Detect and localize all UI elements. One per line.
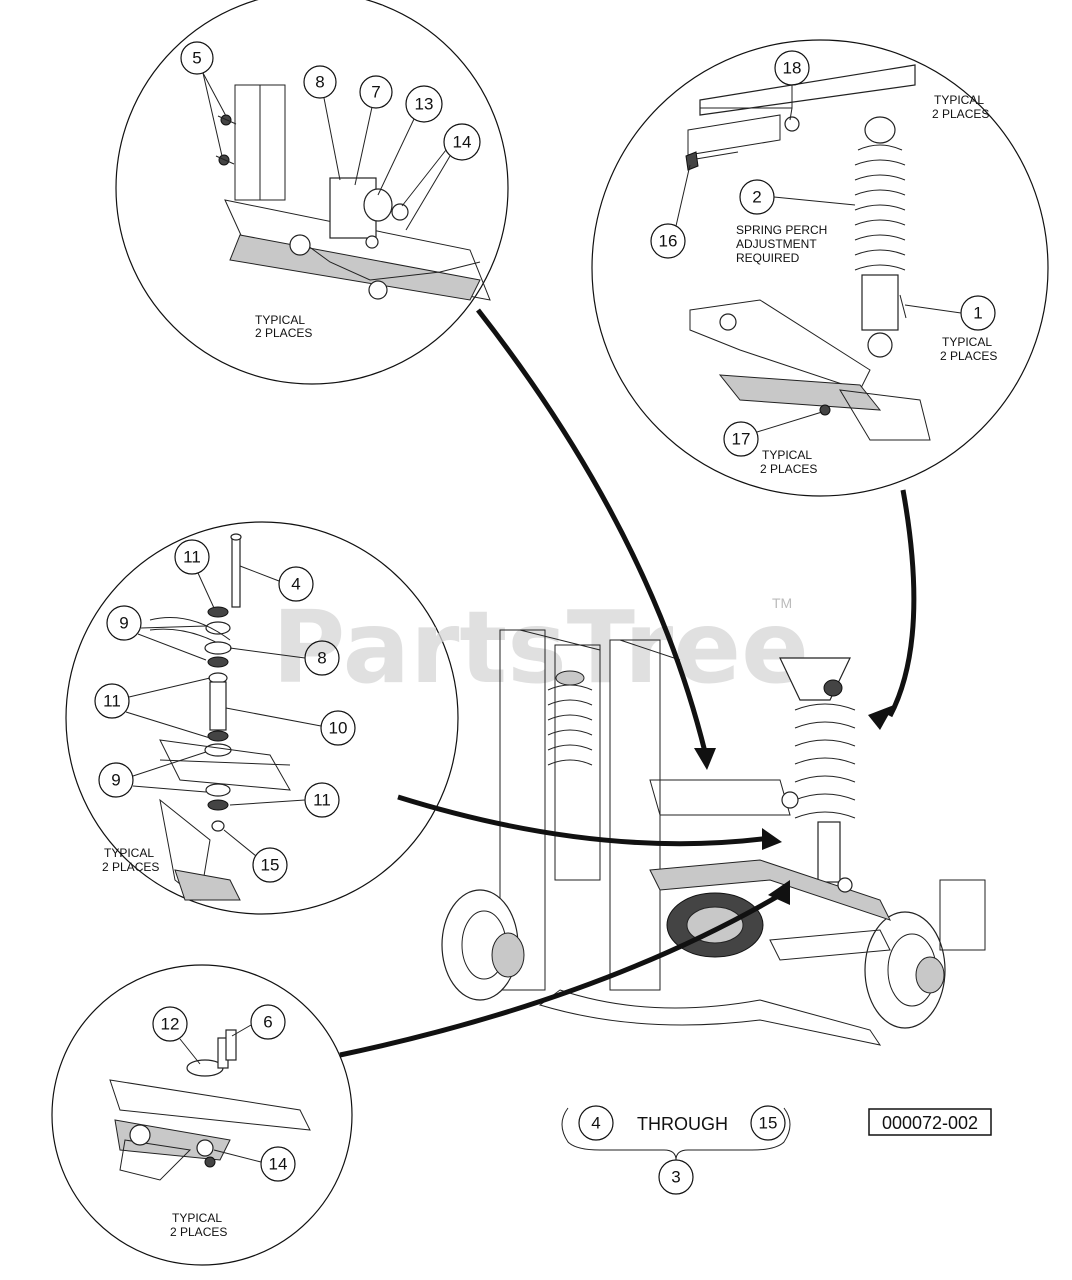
callout-1: 1 (960, 295, 996, 331)
svg-text:16: 16 (659, 232, 678, 251)
callout-9: 9 (98, 762, 134, 798)
svg-text:18: 18 (783, 59, 802, 78)
label-spring-perch-3: REQUIRED (736, 251, 800, 265)
label-places-tr3: 2 PLACES (760, 462, 817, 476)
leaders-bottom-left (179, 1024, 262, 1163)
callout-15-through: 15 (750, 1105, 786, 1141)
callout-13: 13 (405, 85, 443, 123)
callout-12: 12 (152, 1006, 188, 1042)
diagram-id: 000072-002 (882, 1113, 978, 1133)
label-places-tr1: 2 PLACES (932, 107, 989, 121)
svg-text:9: 9 (119, 614, 128, 633)
callout-11: 11 (304, 782, 340, 818)
leaders-mid-left (125, 565, 322, 857)
callout-3: 3 (658, 1159, 694, 1195)
svg-text:6: 6 (263, 1013, 272, 1032)
svg-text:2: 2 (752, 188, 761, 207)
callout-7: 7 (359, 75, 393, 109)
callout-11: 11 (174, 539, 210, 575)
arrow-bottom-left-to-bracket (339, 892, 782, 1058)
detail-circle-mid-left (65, 521, 459, 915)
leaders-top-right (675, 85, 962, 433)
label-places-bl: 2 PLACES (170, 1225, 227, 1239)
svg-text:4: 4 (291, 575, 300, 594)
svg-text:3: 3 (671, 1168, 680, 1187)
svg-text:14: 14 (453, 133, 472, 152)
label-typical-bl: TYPICAL (172, 1211, 222, 1225)
detail-circle-top-right (591, 39, 1049, 497)
callout-4: 4 (278, 566, 314, 602)
callout-16: 16 (650, 223, 686, 259)
label-typical-tl: TYPICAL (255, 313, 305, 327)
label-places-ml: 2 PLACES (102, 860, 159, 874)
kit-group-note: 4 15 3 THROUGH (561, 1105, 791, 1195)
leaders-top-left (202, 72, 451, 231)
bracket-bolt-illustration (109, 1029, 311, 1181)
watermark: PartsTree (272, 589, 809, 706)
callout-17: 17 (723, 421, 759, 457)
callout-14: 14 (260, 1146, 296, 1182)
label-spring-perch-2: ADJUSTMENT (736, 237, 817, 251)
svg-text:11: 11 (103, 692, 121, 711)
detail-circle-top-left (115, 0, 509, 385)
svg-text:11: 11 (313, 791, 331, 810)
svg-text:7: 7 (371, 83, 380, 102)
diagram-id-box: 000072-002 (868, 1108, 992, 1136)
svg-text:12: 12 (161, 1015, 180, 1034)
svg-text:10: 10 (329, 719, 348, 738)
svg-text:13: 13 (415, 95, 434, 114)
label-spring-perch-1: SPRING PERCH (736, 223, 827, 237)
callout-10: 10 (320, 710, 356, 746)
callout-5: 5 (180, 41, 214, 75)
callout-11: 11 (94, 683, 130, 719)
svg-text:8: 8 (317, 649, 326, 668)
bracket-assembly-illustration (215, 84, 491, 301)
arrow-top-left-to-frame (476, 308, 708, 753)
callout-18: 18 (774, 50, 810, 86)
callout-4-through: 4 (578, 1105, 614, 1141)
svg-text:4: 4 (591, 1114, 600, 1133)
pointer-arrows (339, 308, 917, 1058)
svg-text:17: 17 (732, 430, 751, 449)
svg-text:9: 9 (111, 771, 120, 790)
label-through: THROUGH (637, 1114, 728, 1134)
watermark-tm: TM (772, 595, 792, 611)
svg-text:5: 5 (192, 49, 201, 68)
callout-9: 9 (106, 605, 142, 641)
svg-text:11: 11 (183, 548, 201, 567)
label-places-tl: 2 PLACES (255, 326, 312, 340)
svg-text:15: 15 (759, 1114, 778, 1133)
label-typical-tr2: TYPICAL (942, 335, 992, 349)
callout-8: 8 (303, 65, 337, 99)
svg-text:15: 15 (261, 856, 280, 875)
arrow-top-right-to-spring (887, 489, 917, 718)
callout-6: 6 (250, 1004, 286, 1040)
label-typical-tr3: TYPICAL (762, 448, 812, 462)
callout-15: 15 (252, 847, 288, 883)
stabilizer-link-illustration (149, 533, 291, 901)
svg-text:1: 1 (973, 304, 982, 323)
svg-text:14: 14 (269, 1155, 288, 1174)
callout-2: 2 (739, 179, 775, 215)
detail-circle-bottom-left (51, 964, 353, 1266)
svg-text:8: 8 (315, 73, 324, 92)
callout-14: 14 (443, 123, 481, 161)
shock-spring-illustration (685, 64, 931, 441)
label-typical-ml: TYPICAL (104, 846, 154, 860)
label-typical-tr1: TYPICAL (934, 93, 984, 107)
arrow-mid-left-to-link (397, 794, 771, 847)
label-places-tr2: 2 PLACES (940, 349, 997, 363)
